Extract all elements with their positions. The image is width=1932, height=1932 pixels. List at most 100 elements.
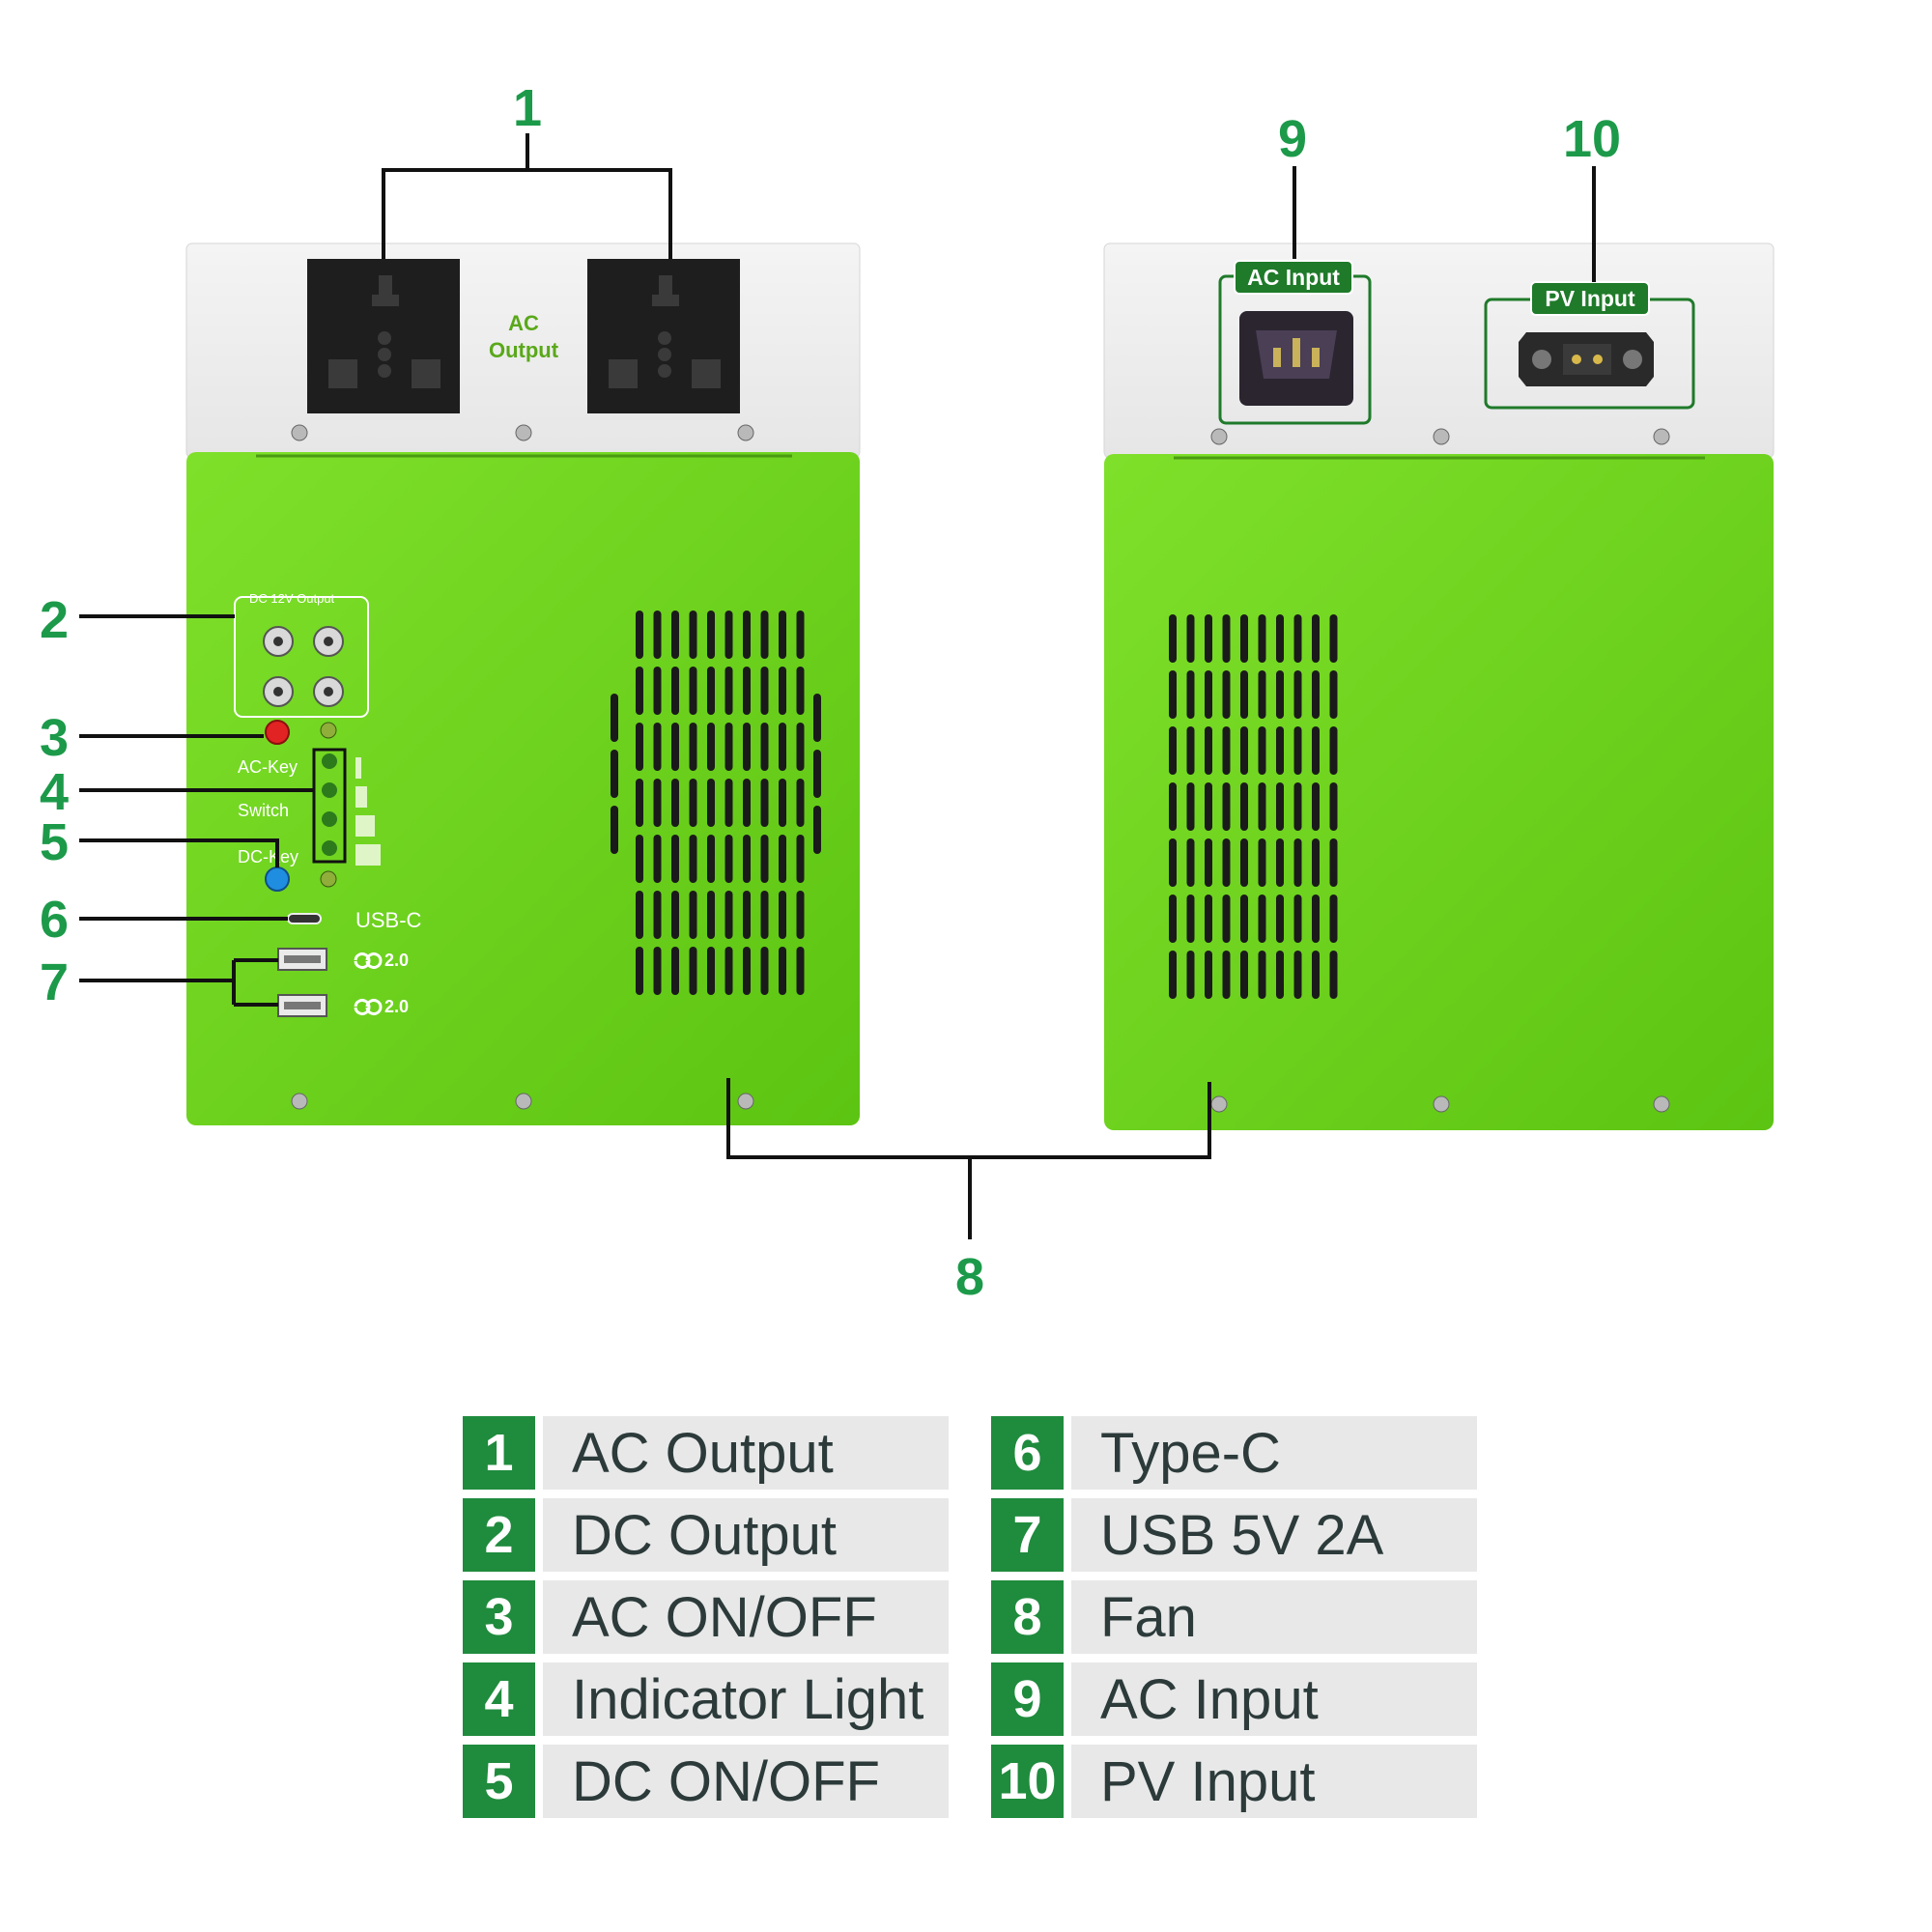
grille-slot — [724, 611, 733, 659]
ac-outlet-left — [307, 259, 460, 413]
grille-slot — [1312, 838, 1320, 887]
grille-slot — [1186, 838, 1195, 887]
grille-slot — [1258, 951, 1266, 999]
grille-slot — [1312, 951, 1320, 999]
grille-slot — [636, 723, 643, 771]
grille-slot — [707, 835, 715, 883]
legend-num-1: 1 — [463, 1416, 535, 1490]
legend-num-8: 8 — [991, 1580, 1064, 1654]
grille-slot — [760, 947, 769, 995]
grille-slot — [1276, 838, 1284, 887]
grille-slot — [653, 835, 662, 883]
ac-input-tag — [1234, 260, 1353, 295]
grille-slot — [1329, 670, 1338, 719]
grille-slot — [636, 947, 643, 995]
grille-slot — [760, 667, 769, 715]
dc-output-group: DC 12V Output — [234, 591, 369, 718]
grille-slot — [1276, 895, 1284, 943]
legend-num-4: 4 — [463, 1662, 535, 1736]
grille-slot — [779, 779, 786, 827]
grille-slot — [1258, 726, 1266, 775]
callout-9: 9 — [1278, 110, 1307, 168]
grille-slot — [1258, 670, 1266, 719]
grille-slot — [1293, 782, 1302, 831]
grille-slot — [1258, 895, 1266, 943]
grille-slot — [1169, 614, 1177, 663]
grille-slot — [671, 891, 679, 939]
grille-slot — [743, 723, 751, 771]
grille-slot — [1186, 726, 1195, 775]
grille-slot — [707, 947, 715, 995]
legend-text-7: USB 5V 2A — [1071, 1498, 1477, 1572]
grille-slot — [779, 723, 786, 771]
screw-icon — [1210, 428, 1670, 1113]
grille-slot — [1240, 726, 1248, 775]
grille-slot — [671, 779, 679, 827]
legend-text-10: PV Input — [1071, 1745, 1477, 1818]
indicator-lights — [312, 722, 381, 888]
grille-slot — [707, 779, 715, 827]
legend-text-1: AC Output — [543, 1416, 949, 1490]
legend-text-2: DC Output — [543, 1498, 949, 1572]
callout-1: 1 — [513, 79, 542, 137]
grille-slot — [636, 891, 643, 939]
grille-slot — [743, 835, 751, 883]
grille-slot — [779, 835, 786, 883]
grille-slot — [724, 723, 733, 771]
grille-slot — [1205, 895, 1212, 943]
grille-slot — [779, 611, 786, 659]
fan-grille-rear — [1169, 614, 1338, 999]
callout-6: 6 — [40, 891, 69, 949]
grille-slot — [671, 611, 679, 659]
grille-slot — [796, 891, 805, 939]
grille-slot — [1240, 895, 1248, 943]
grille-slot — [1205, 726, 1212, 775]
legend-num-5: 5 — [463, 1745, 535, 1818]
grille-slot — [743, 667, 751, 715]
callout-3: 3 — [40, 709, 69, 767]
grille-slot — [1186, 951, 1195, 999]
legend-num-6: 6 — [991, 1416, 1064, 1490]
grille-slot — [1186, 614, 1195, 663]
grille-slot — [689, 835, 697, 883]
grille-slot — [760, 835, 769, 883]
grille-slot — [1169, 782, 1177, 831]
grille-slot — [1312, 895, 1320, 943]
grille-slot — [1312, 782, 1320, 831]
legend-text-5: DC ON/OFF — [543, 1745, 949, 1818]
pv-input-connector[interactable] — [1519, 332, 1654, 386]
grille-slot — [1293, 838, 1302, 887]
rear-unit: AC Input PV Input — [1103, 242, 1775, 1130]
legend-right: 6 Type-C 7 USB 5V 2A 8 Fan 9 AC Input 10… — [991, 1416, 1477, 1818]
usb-c-port[interactable] — [287, 913, 322, 924]
callout-lines — [79, 133, 1596, 1239]
legend-num-9: 9 — [991, 1662, 1064, 1736]
grille-slot — [671, 947, 679, 995]
dc-group-label: DC 12V Output — [249, 591, 335, 606]
grille-slot — [779, 947, 786, 995]
grille-slot — [813, 806, 821, 854]
grille-slot — [636, 611, 643, 659]
grille-slot — [1276, 782, 1284, 831]
ac-key-button[interactable] — [265, 720, 290, 745]
grille-slot — [1222, 670, 1231, 719]
grille-slot — [796, 779, 805, 827]
callout-8: 8 — [955, 1248, 984, 1306]
grille-slot — [1293, 726, 1302, 775]
grille-slot — [636, 835, 643, 883]
grille-slot — [1169, 670, 1177, 719]
screw-icon — [291, 424, 754, 1110]
grille-slot — [1186, 782, 1195, 831]
grille-slot — [760, 723, 769, 771]
grille-slot — [724, 835, 733, 883]
ac-inlet-socket[interactable] — [1239, 311, 1353, 406]
grille-slot — [1169, 726, 1177, 775]
grille-slot — [611, 750, 618, 798]
grille-slot — [760, 891, 769, 939]
grille-slot — [1276, 670, 1284, 719]
grille-slot — [1240, 782, 1248, 831]
dc-key-button[interactable] — [265, 867, 290, 892]
grille-slot — [1186, 895, 1195, 943]
grille-slot — [1205, 951, 1212, 999]
grille-slot — [689, 723, 697, 771]
